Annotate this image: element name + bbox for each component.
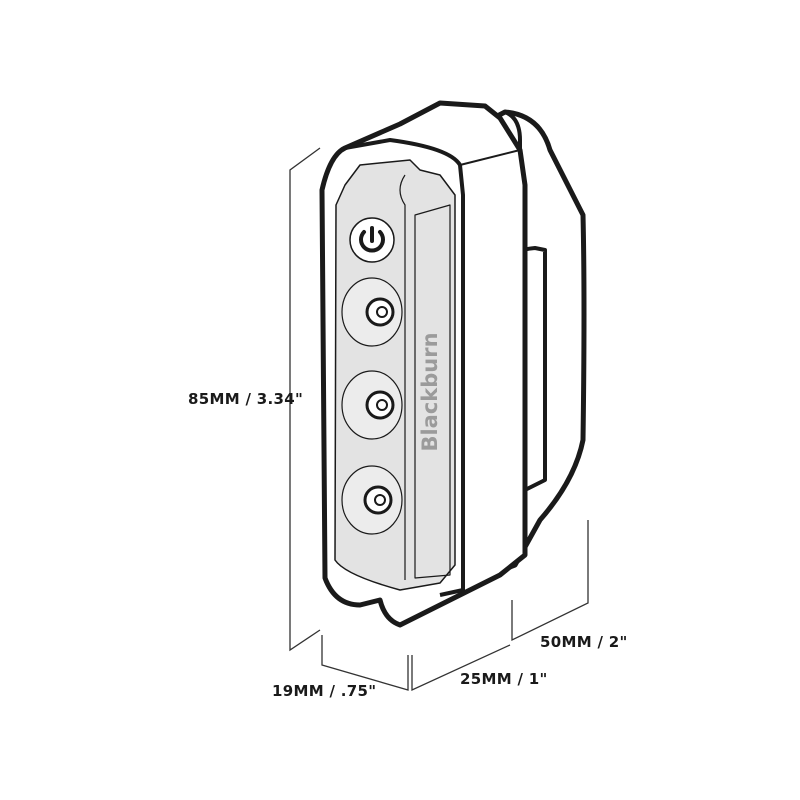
height-label: 85MM / 3.34" (188, 390, 304, 408)
dimension-lines (289, 147, 589, 692)
depth-dimension-line (321, 635, 409, 691)
clip-dimension-line (511, 520, 589, 642)
brand-logo: Blackburn (418, 332, 442, 452)
width-dimension-line (411, 644, 511, 692)
button-mode-3 (341, 465, 403, 535)
button-power (349, 217, 395, 263)
width-label: 25MM / 1" (460, 670, 548, 688)
button-mode-2 (341, 370, 403, 440)
depth-label: 19MM / .75" (272, 682, 377, 700)
button-mode-1 (341, 277, 403, 347)
clip-depth-label: 50MM / 2" (540, 633, 628, 651)
height-dimension-line (289, 147, 321, 652)
